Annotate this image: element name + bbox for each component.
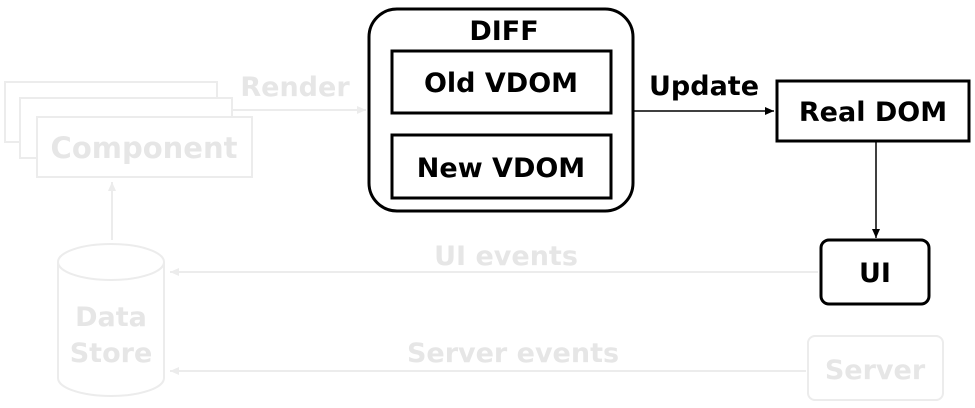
data-store-label-line1: Data bbox=[75, 302, 147, 333]
component-box-front bbox=[36, 116, 253, 178]
old-vdom-box bbox=[390, 49, 613, 115]
real-dom-node: Real DOM bbox=[775, 79, 971, 143]
data-store: Data Store bbox=[57, 243, 165, 397]
new-vdom-box bbox=[390, 133, 613, 200]
ui-box bbox=[819, 238, 931, 306]
data-store-label-line2: Store bbox=[70, 338, 153, 369]
ui-node: UI bbox=[819, 238, 931, 306]
real-dom-label: Real DOM bbox=[799, 97, 947, 128]
ui-events-edge-label: UI events bbox=[434, 241, 578, 272]
data-store-top bbox=[57, 243, 165, 281]
component-stack: Component bbox=[4, 81, 253, 178]
diff-title: DIFF bbox=[469, 16, 538, 47]
server-node: Server bbox=[807, 335, 944, 401]
new-vdom-label: New VDOM bbox=[417, 153, 585, 184]
component-label: Component bbox=[51, 131, 238, 165]
real-dom-box bbox=[775, 79, 971, 143]
server-label: Server bbox=[825, 355, 926, 386]
update-edge-label: Update bbox=[649, 71, 759, 102]
data-store-body bbox=[57, 262, 165, 397]
server-box bbox=[807, 335, 944, 401]
old-vdom-label: Old VDOM bbox=[424, 68, 578, 99]
render-edge-label: Render bbox=[240, 72, 350, 103]
ui-label: UI bbox=[859, 258, 891, 289]
server-events-edge-label: Server events bbox=[407, 338, 619, 369]
diff-container: DIFF Old VDOM New VDOM bbox=[367, 7, 635, 213]
